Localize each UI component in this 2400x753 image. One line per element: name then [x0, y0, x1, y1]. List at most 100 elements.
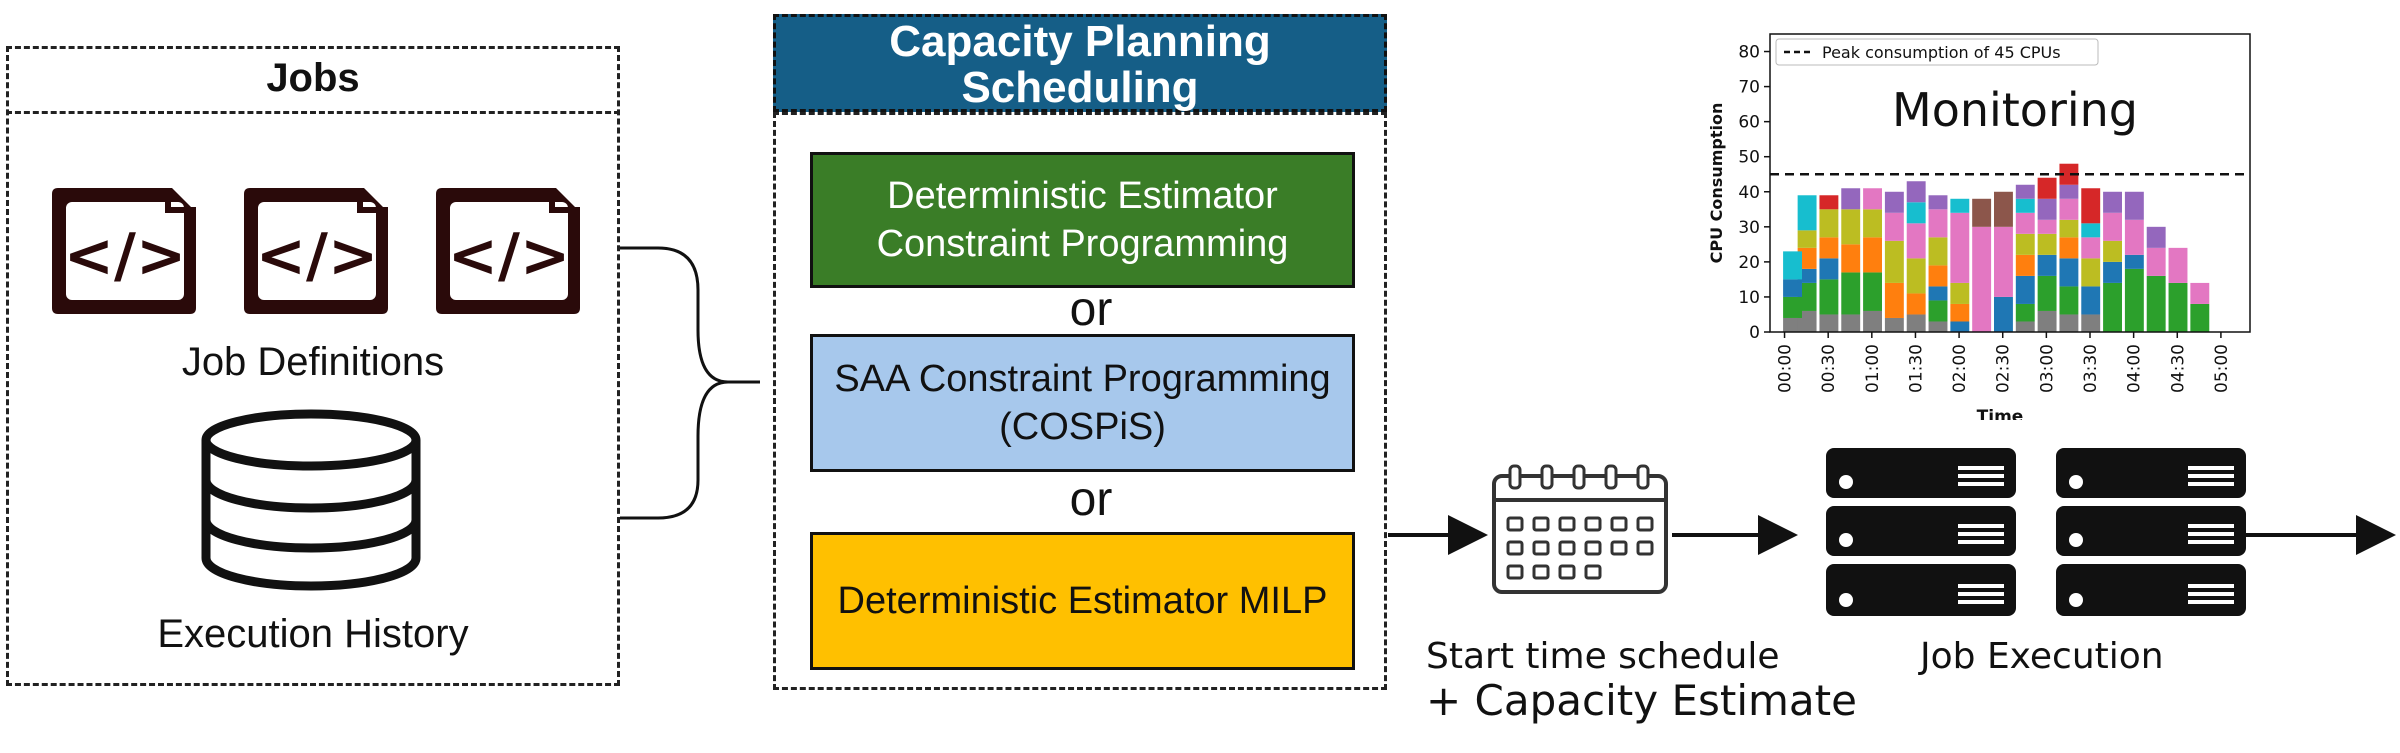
series-block — [1841, 209, 1861, 245]
series-block — [2103, 240, 2122, 262]
series-block — [1950, 321, 1970, 332]
series-block — [2124, 191, 2144, 220]
series-block — [1797, 247, 1817, 269]
series-block — [1972, 226, 1992, 332]
code-symbol: </> — [64, 221, 186, 291]
jobs-title: Jobs — [6, 46, 620, 114]
series-block — [2168, 247, 2188, 283]
header-line-1: Capacity Planning — [889, 17, 1271, 66]
series-block — [2124, 268, 2144, 332]
execution-history-label: Execution History — [157, 612, 469, 656]
series-block — [2146, 247, 2166, 276]
series-block — [1783, 251, 1802, 280]
series-block — [1819, 195, 1839, 210]
series-block — [2037, 233, 2057, 255]
series-block — [1819, 279, 1839, 315]
series-block — [1783, 317, 1802, 332]
job-execution-label: Job Execution — [1920, 636, 2164, 677]
series-block — [2103, 282, 2122, 332]
x-axis-label: Time — [1977, 407, 2024, 420]
series-block — [2124, 254, 2144, 269]
y-tick-label: 30 — [1738, 218, 1760, 238]
series-block — [2081, 314, 2101, 332]
series-block — [2015, 184, 2035, 199]
series-block — [2059, 219, 2079, 238]
series-block — [2015, 233, 2035, 255]
series-block — [1950, 198, 1970, 213]
series-block — [2059, 286, 2079, 315]
legend-box — [1775, 38, 2099, 66]
plot-frame — [1769, 33, 2251, 333]
series-block — [2081, 258, 2101, 287]
y-tick-label: 10 — [1738, 288, 1760, 308]
series-block — [1884, 240, 1904, 283]
series-block — [2190, 282, 2210, 304]
calendar-icon — [1492, 464, 1668, 594]
y-tick-label: 60 — [1738, 113, 1760, 133]
series-block — [1972, 198, 1992, 227]
series-block — [2015, 275, 2035, 304]
series-block — [1928, 265, 1948, 287]
schedule-label: Start time schedule — [1426, 636, 1780, 677]
series-block — [2168, 282, 2188, 332]
series-block — [1994, 296, 2013, 332]
job-definitions-label: Job Definitions — [181, 340, 445, 384]
series-block — [1928, 237, 1948, 266]
series-block — [2081, 237, 2101, 259]
code-file-icon: </> — [244, 188, 388, 314]
series-block — [1819, 237, 1839, 259]
series-block — [2037, 198, 2057, 220]
series-block — [1906, 223, 1926, 259]
series-block — [2059, 314, 2079, 332]
series-block — [2059, 163, 2079, 185]
series-block — [1819, 314, 1839, 332]
x-tick-label: 03:00 — [2037, 344, 2057, 393]
x-tick-label: 02:00 — [1950, 344, 1970, 393]
or-label: or — [1069, 473, 1113, 526]
series-block — [1950, 282, 1970, 304]
series-block — [2059, 237, 2079, 259]
x-tick-label: 04:30 — [2168, 344, 2188, 393]
series-block — [1863, 272, 1882, 311]
series-block — [1797, 230, 1817, 248]
method1-line2: Constraint Programming — [876, 223, 1289, 265]
header-line-2: Scheduling — [961, 63, 1199, 112]
series-block — [1863, 237, 1882, 273]
jobs-panel — [6, 46, 620, 686]
x-tick-label: 02:30 — [1994, 344, 2014, 393]
series-block — [1797, 268, 1817, 283]
series-block — [1863, 209, 1882, 238]
series-block — [2081, 223, 2101, 238]
series-block — [1819, 258, 1839, 280]
series-block — [1884, 282, 1904, 318]
series-block — [2015, 321, 2035, 332]
series-block — [1994, 226, 2013, 297]
merge-brace — [620, 246, 760, 520]
series-block — [2146, 226, 2166, 248]
method-deterministic-milp: Deterministic Estimator MILP — [810, 532, 1355, 670]
series-block — [2103, 191, 2122, 213]
y-tick-label: 80 — [1738, 43, 1760, 63]
series-block — [2103, 261, 2122, 283]
method-saa-cp: SAA Constraint Programming (COSPiS) — [810, 334, 1355, 472]
x-tick-label: 00:30 — [1819, 344, 1839, 393]
series-block — [2037, 219, 2057, 234]
y-tick-label: 50 — [1738, 148, 1760, 168]
series-block — [1884, 191, 1904, 213]
series-block — [1841, 188, 1861, 210]
series-block — [2059, 184, 2079, 199]
series-block — [1797, 310, 1817, 332]
code-file-icon: </> — [52, 188, 196, 314]
series-block — [2015, 198, 2035, 213]
series-block — [2015, 254, 2035, 276]
code-file-icon: </> — [436, 188, 580, 314]
series-block — [2124, 219, 2144, 255]
series-block — [2015, 303, 2035, 322]
series-block — [1928, 209, 1948, 238]
x-tick-label: 01:00 — [1863, 344, 1883, 393]
series-block — [1884, 317, 1904, 332]
series-block — [1950, 212, 1970, 283]
monitoring-title: Monitoring — [1892, 83, 2138, 137]
server-rack-icon — [1826, 448, 2016, 616]
